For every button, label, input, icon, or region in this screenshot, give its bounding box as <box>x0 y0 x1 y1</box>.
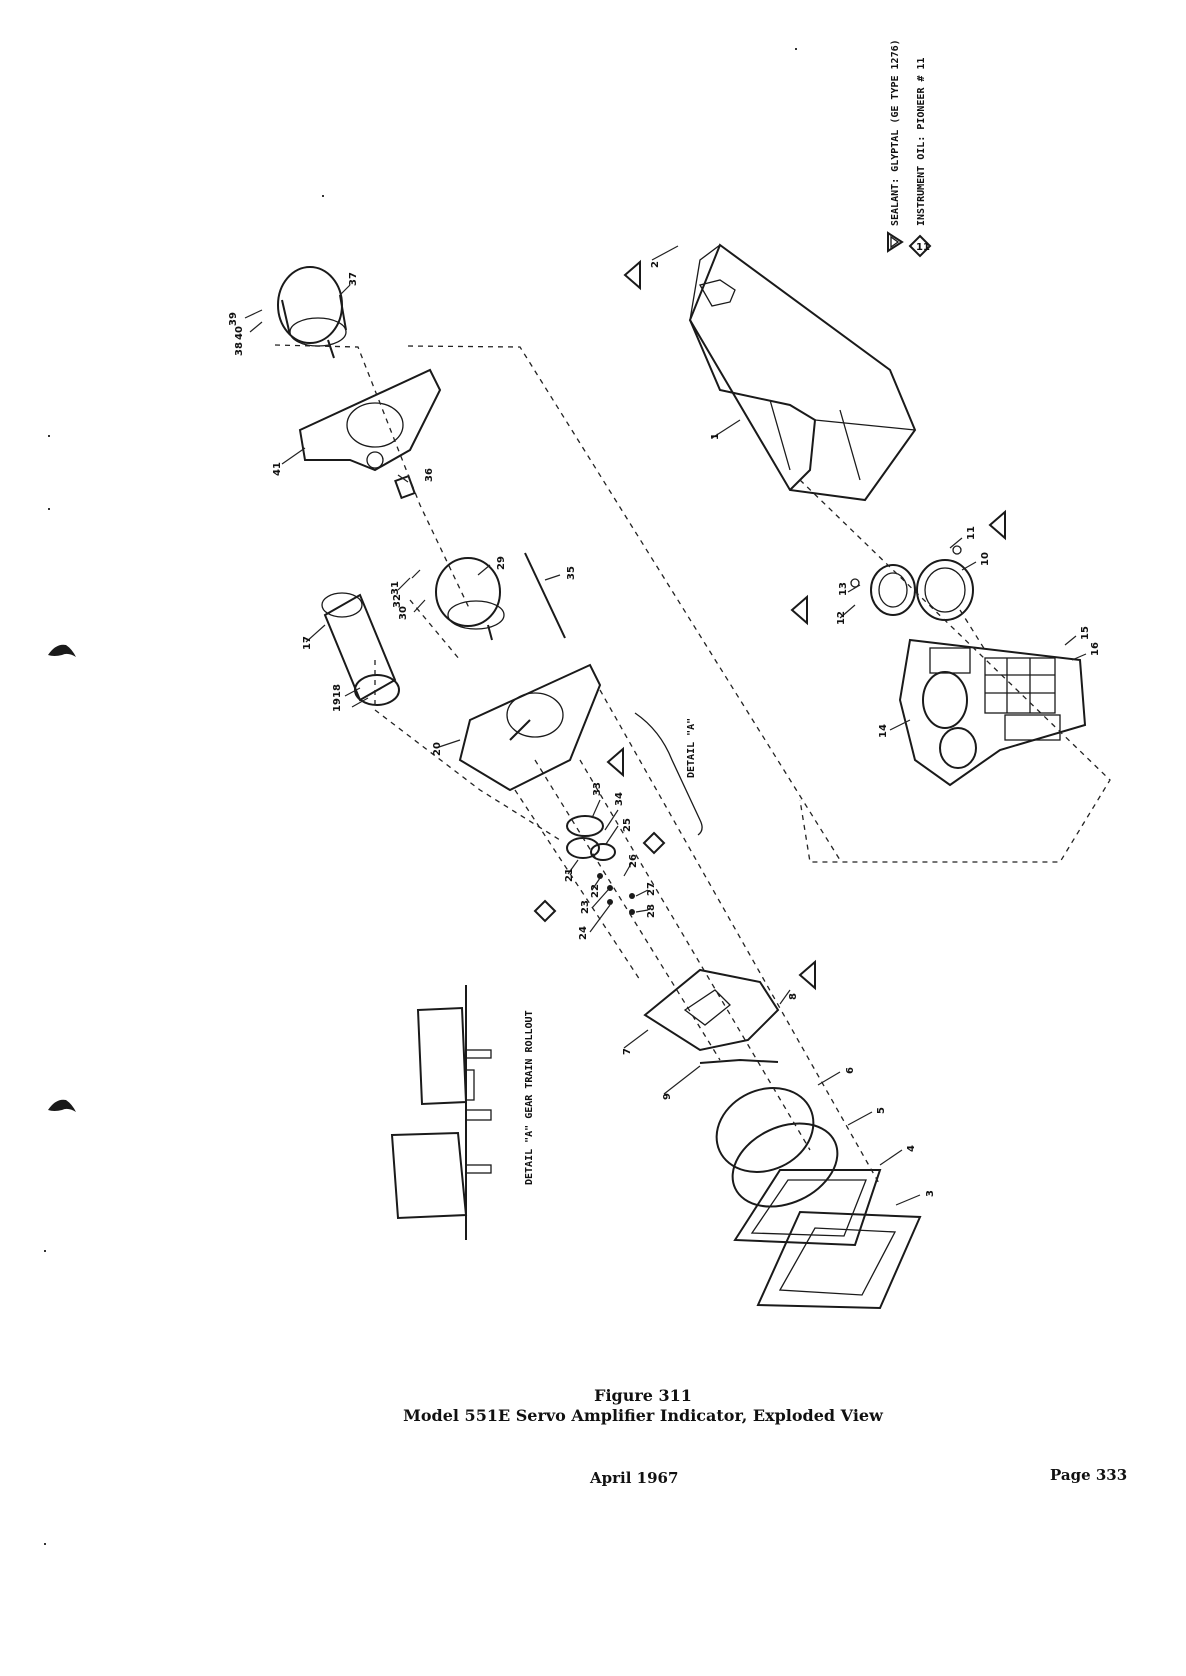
callout-31: 31 <box>390 581 401 595</box>
callout-28: 28 <box>646 904 657 918</box>
callout-22: 22 <box>590 884 601 898</box>
leader-lines <box>244 245 1087 1206</box>
scan-speck <box>322 195 324 197</box>
oil-markers <box>533 831 666 923</box>
callout-numbers: 1 2 3 4 5 6 7 8 9 10 11 12 13 14 15 16 1… <box>228 261 1101 1197</box>
scan-speck <box>48 435 50 437</box>
callout-34: 34 <box>614 792 625 806</box>
sealant-triangle-icon-inner <box>890 235 900 249</box>
callout-5: 5 <box>876 1107 887 1114</box>
figure-title: Model 551E Servo Amplifier Indicator, Ex… <box>403 1406 883 1425</box>
callout-10: 10 <box>980 552 991 566</box>
case-cover <box>688 243 917 502</box>
connectors <box>850 545 974 621</box>
callout-13: 13 <box>838 582 849 596</box>
callout-21: 21 <box>564 868 575 882</box>
scan-speck <box>44 1250 46 1252</box>
sealant-triangle-icon <box>606 746 624 778</box>
figure-number: Figure 311 <box>594 1386 692 1405</box>
callout-6: 6 <box>845 1067 856 1074</box>
callout-40: 40 <box>234 326 245 340</box>
callout-24: 24 <box>578 926 589 940</box>
scan-speck <box>48 508 50 510</box>
assembly-dashed-lines <box>274 344 1111 1186</box>
callout-11: 11 <box>966 526 977 540</box>
callout-17: 17 <box>302 636 313 650</box>
legend: SEALANT: GLYPTAL (GE TYPE 1276) 11 INSTR… <box>887 39 932 258</box>
callout-33: 33 <box>592 782 603 796</box>
dial-7 <box>643 968 780 1052</box>
callout-20: 20 <box>432 742 443 756</box>
callout-18: 18 <box>332 684 343 698</box>
mounting-plate-20 <box>458 663 602 792</box>
detail-a-rollout-drawing <box>390 985 492 1240</box>
legend-sealant-text: SEALANT: GLYPTAL (GE TYPE 1276) <box>890 39 901 226</box>
gear-assembly <box>566 815 635 915</box>
motor-29 <box>435 557 505 641</box>
callout-32: 32 <box>392 594 403 608</box>
legend-instrument-oil-text: INSTRUMENT OIL: PIONEER # 11 <box>916 57 927 226</box>
sealant-markers <box>606 259 1006 991</box>
callout-41: 41 <box>272 462 283 476</box>
instrument-oil-diamond-icon <box>642 831 666 855</box>
sealant-triangle-icon <box>623 259 641 291</box>
figure-caption: Figure 311 Model 551E Servo Amplifier In… <box>393 1386 893 1426</box>
scan-artifacts <box>48 644 76 1112</box>
callout-27: 27 <box>646 882 657 896</box>
scan-speck <box>44 1543 46 1545</box>
callout-3: 3 <box>925 1190 936 1197</box>
callout-38: 38 <box>234 342 245 356</box>
sealant-triangle-icon <box>798 959 816 991</box>
shaft-35 <box>524 552 566 639</box>
sealant-triangle-icon <box>790 594 808 626</box>
footer-page-number: Page 333 <box>1050 1466 1128 1484</box>
amplifier-chassis <box>898 638 1087 787</box>
callout-39: 39 <box>228 312 239 326</box>
instrument-oil-diamond-icon <box>533 899 557 923</box>
motor-37 <box>277 266 347 359</box>
callout-36: 36 <box>424 468 435 482</box>
callout-35: 35 <box>566 566 577 580</box>
callout-2: 2 <box>650 261 661 268</box>
callout-26: 26 <box>628 854 639 868</box>
callout-29: 29 <box>496 556 507 570</box>
pointer-9 <box>699 1058 779 1064</box>
instrument-oil-diamond-icon <box>908 234 932 258</box>
sealant-triangle-icon <box>988 509 1006 541</box>
callout-30: 30 <box>398 606 409 620</box>
callout-4: 4 <box>906 1145 917 1152</box>
scan-speck <box>795 48 797 50</box>
sealant-triangle-icon <box>887 231 904 253</box>
mounting-plate-41 <box>298 368 442 472</box>
callout-23: 23 <box>580 900 591 914</box>
motor-17 <box>321 592 400 706</box>
callout-7: 7 <box>622 1048 633 1055</box>
callout-14: 14 <box>878 724 889 738</box>
footer-date: April 1967 <box>590 1469 679 1487</box>
legend-oil-symbol-number: 11 <box>916 242 930 253</box>
detail-a-bracket <box>634 712 703 836</box>
callout-12: 12 <box>836 611 847 625</box>
retaining-rings <box>715 1087 839 1208</box>
callout-15: 15 <box>1080 626 1091 640</box>
callout-8: 8 <box>788 993 799 1000</box>
callout-19: 19 <box>332 698 343 712</box>
callout-37: 37 <box>348 272 359 286</box>
callout-1: 1 <box>710 433 721 440</box>
gasket-and-bezel <box>733 1169 922 1310</box>
detail-a-rollout-label: DETAIL "A" GEAR TRAIN ROLLOUT <box>524 1010 535 1185</box>
callout-25: 25 <box>622 818 633 832</box>
callout-9: 9 <box>662 1093 673 1100</box>
callout-16: 16 <box>1090 642 1101 656</box>
detail-a-label: DETAIL "A" <box>686 718 697 778</box>
